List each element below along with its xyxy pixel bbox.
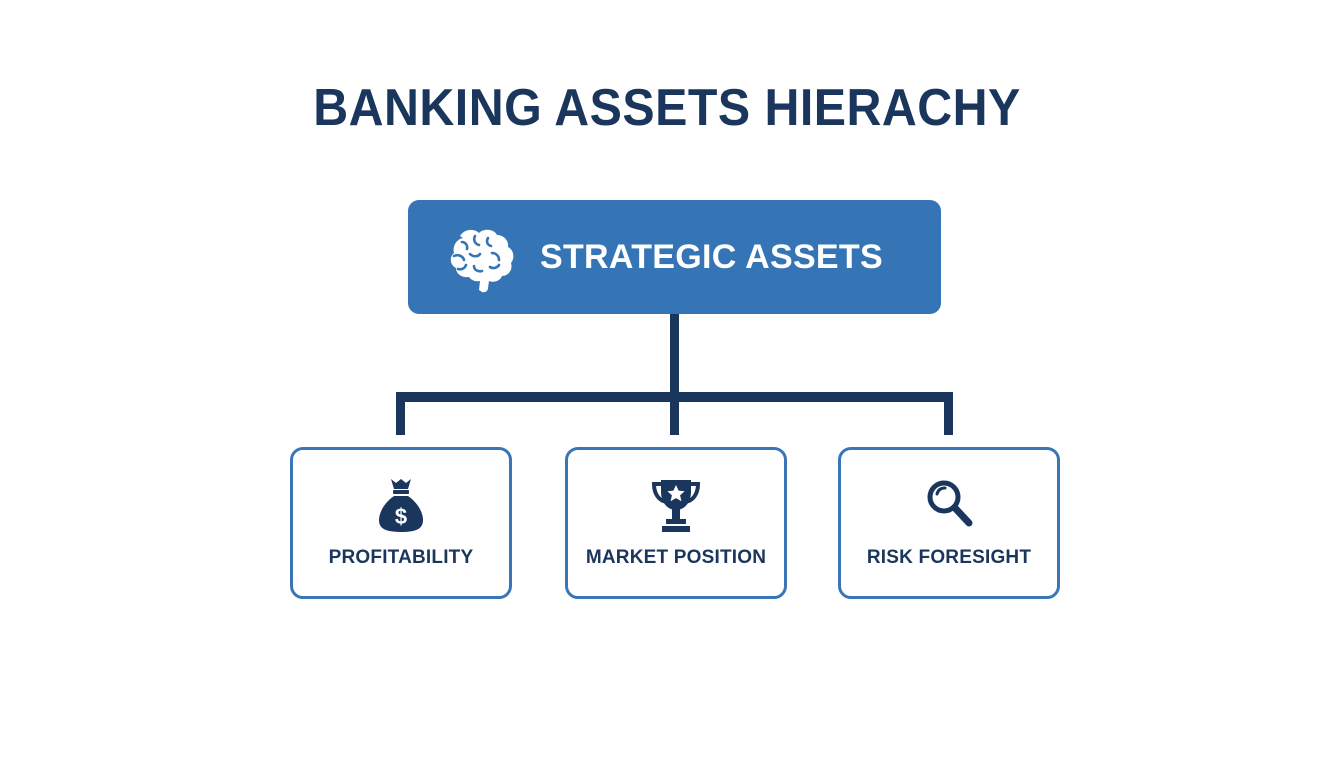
money-bag-icon: $ — [379, 479, 423, 532]
child-node-label: MARKET POSITION — [585, 547, 767, 568]
svg-text:$: $ — [395, 504, 407, 529]
child-node-profitability: $ PROFITABILITY — [290, 447, 512, 599]
connector-drop-right — [944, 392, 953, 435]
child-node-risk-foresight: RISK FORESIGHT — [838, 447, 1060, 599]
child-node-label: PROFITABILITY — [328, 547, 474, 568]
connector-drop-left — [396, 392, 405, 435]
magnifying-glass-icon — [927, 480, 973, 527]
brain-icon — [450, 229, 514, 293]
root-node-label: STRATEGIC ASSETS — [540, 238, 883, 276]
diagram-title: BANKING ASSETS HIERACHY — [313, 79, 1021, 137]
root-node-strategic-assets: STRATEGIC ASSETS — [408, 200, 941, 314]
connector-drop-center — [670, 392, 679, 435]
connector-trunk — [670, 314, 679, 402]
child-node-label: RISK FORESIGHT — [866, 547, 1032, 568]
trophy-icon — [651, 480, 701, 532]
child-node-market-position: MARKET POSITION — [565, 447, 787, 599]
